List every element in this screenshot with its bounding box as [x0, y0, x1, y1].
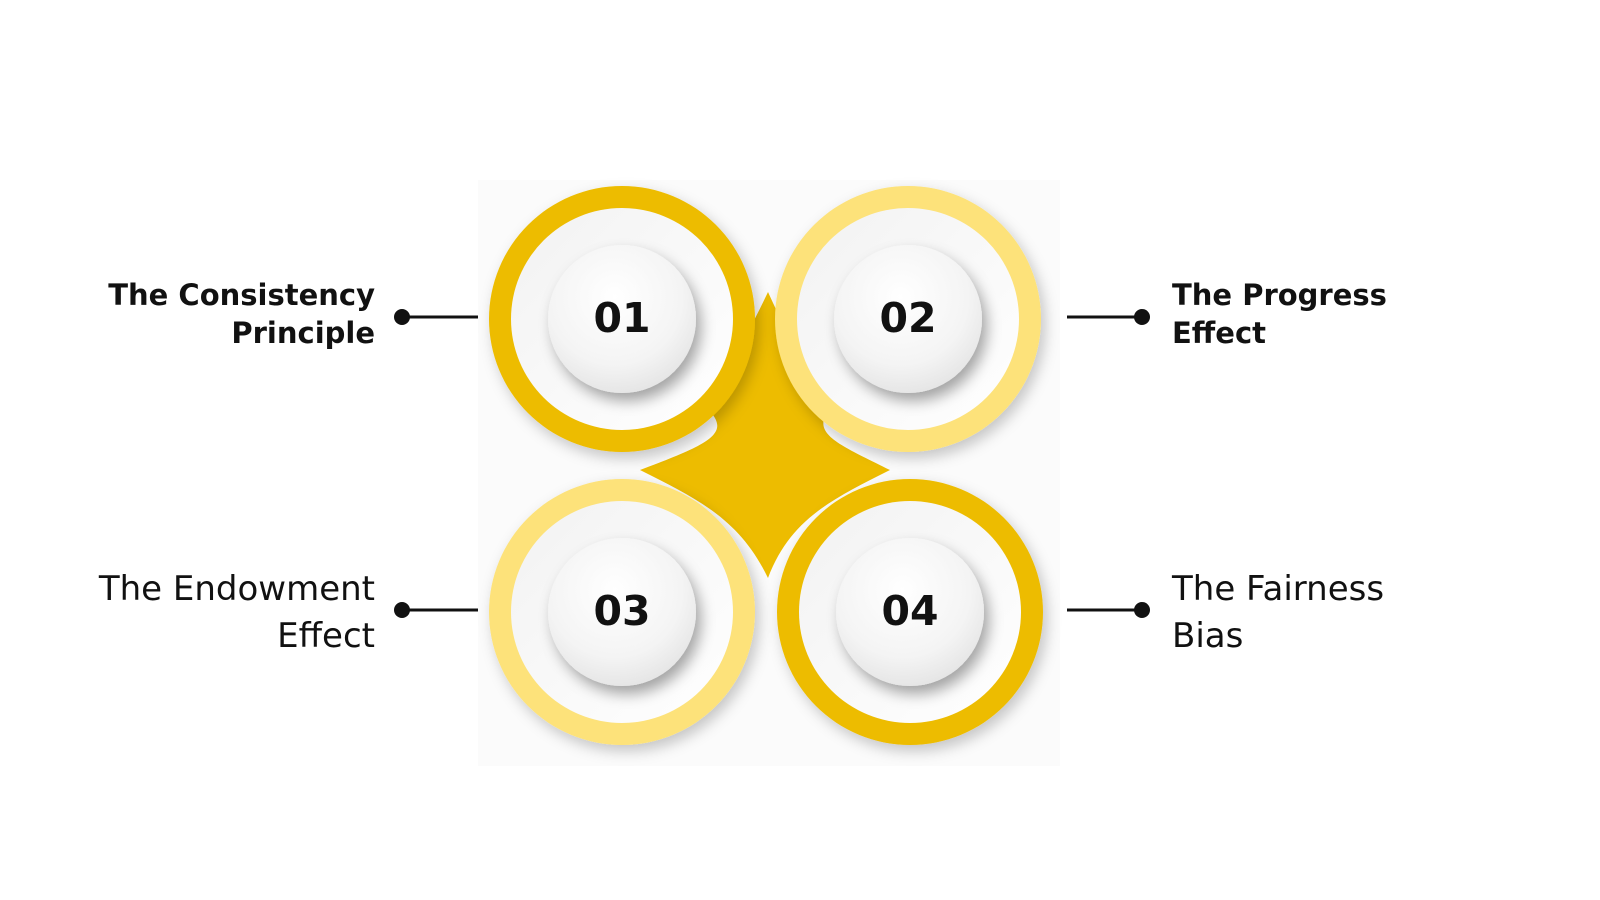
item-4-number: 04 — [881, 587, 938, 635]
item-2-number-disc — [834, 245, 982, 393]
item-1-connector — [394, 309, 478, 325]
center-connector-shape — [640, 292, 890, 578]
item-2-title: The Progress Effect — [1172, 277, 1387, 352]
item-3-title-line-2: Effect — [277, 615, 375, 656]
item-1-title-line-1: The Consistency — [108, 278, 375, 312]
item-3-connector — [394, 602, 478, 618]
item-1-connector-dot — [394, 309, 410, 325]
item-3-title: The Endowment Effect — [99, 566, 375, 659]
item-3-number: 03 — [593, 587, 650, 635]
item-2-title-line-1: The Progress — [1172, 278, 1387, 312]
item-4-title-line-1: The Fairness — [1172, 569, 1385, 609]
item-4-connector — [1067, 602, 1150, 618]
item-3-ring-group: 03 — [489, 479, 755, 745]
item-2-ring-group: 02 — [775, 186, 1041, 452]
item-2-title-line-2: Effect — [1172, 315, 1267, 350]
item-1-title-line-2: Principle — [231, 315, 375, 350]
item-4-connector-dot — [1134, 602, 1150, 618]
item-4-ring-group: 04 — [777, 479, 1043, 745]
item-1-number-disc — [548, 245, 696, 393]
item-1-title: The Consistency Principle — [108, 277, 375, 352]
item-3-connector-dot — [394, 602, 410, 618]
item-4-title-line-2: Bias — [1172, 615, 1244, 656]
item-3-title-line-1: The Endowment — [98, 569, 375, 609]
item-2-connector-dot — [1134, 309, 1150, 325]
item-4-title: The Fairness Bias — [1172, 566, 1384, 659]
item-4-number-disc — [836, 538, 984, 686]
item-3-number-disc — [548, 538, 696, 686]
item-1-ring-group: 01 — [489, 186, 755, 452]
item-2-number: 02 — [879, 294, 936, 342]
item-1-number: 01 — [593, 294, 650, 342]
item-2-connector — [1067, 309, 1150, 325]
